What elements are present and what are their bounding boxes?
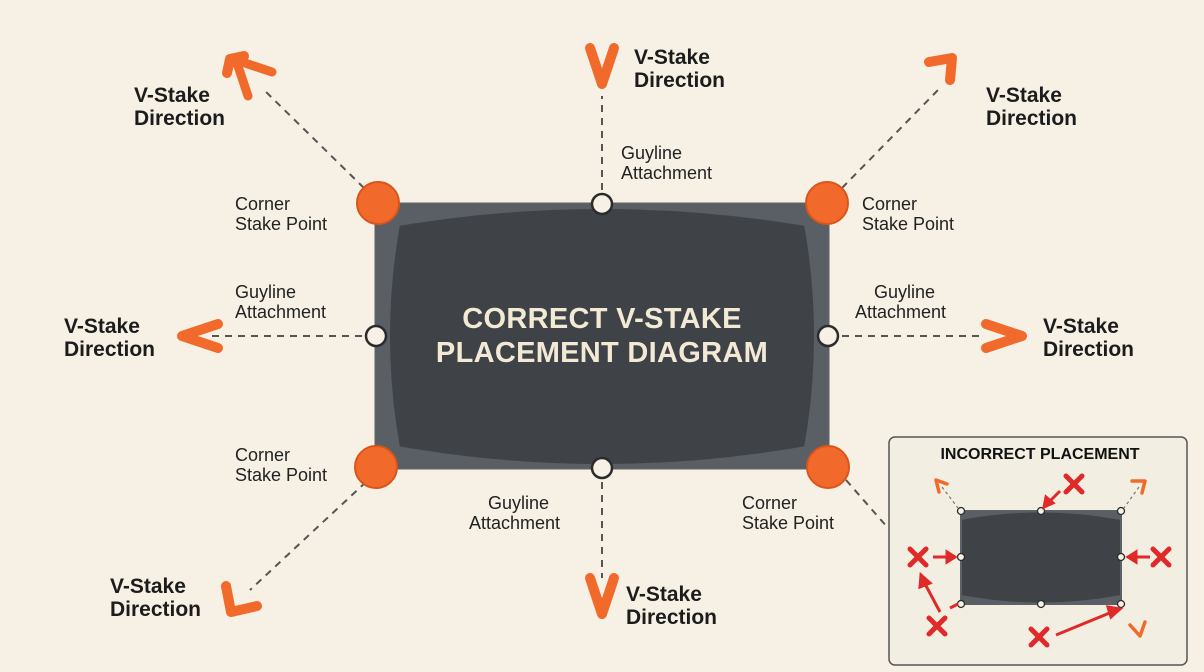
inset-arrow-lower-left (922, 581, 942, 613)
guyline-label-right-line1-wrap: Guyline (874, 282, 936, 302)
diagram-title: CORRECT V-STAKE PLACEMENT DIAGRAM (376, 302, 828, 370)
corner-stake-point-bottom-right (806, 445, 850, 489)
corner-stake-point-bottom-left (354, 445, 398, 489)
v-stakes (177, 43, 1027, 619)
direction-label-bottom-left: V-Stake Direction (110, 575, 202, 621)
inset-ring-left (956, 552, 966, 562)
inset-v-stake-top-left-icon (934, 478, 949, 494)
direction-lines (210, 87, 982, 591)
corner-stake-point-top-left (356, 181, 400, 225)
direction-line-bottom-right (845, 479, 889, 529)
inset-cross-left-icon (907, 546, 929, 568)
diagram-title-line2: PLACEMENT DIAGRAM (435, 337, 769, 369)
inset-cross-right-icon (1150, 546, 1172, 568)
guyline-label-top: Guyline Attachment (621, 143, 713, 183)
guyline-label-bottom-line2-wrap: Attachment (469, 513, 561, 533)
inset-ring-top (1036, 506, 1046, 516)
diagram-title-line1: CORRECT V-STAKE (462, 303, 742, 335)
incorrect-placement-inset (888, 436, 1188, 666)
guyline-ring-bottom (590, 456, 614, 480)
guyline-label-bottom-line1-wrap: Guyline (488, 493, 550, 513)
guyline-label-left: Guyline Attachment (235, 282, 327, 322)
v-stake-right-icon (981, 319, 1027, 353)
v-stake-bottom-icon (585, 573, 619, 619)
inset-ring-corner-tl (956, 506, 966, 516)
tarp-body (374, 202, 830, 470)
guyline-label-right-line2-wrap: Attachment (855, 302, 947, 322)
inset-arrow-lower-left-2 (949, 602, 959, 610)
inset-v-stake-bottom-right-icon (1128, 620, 1147, 638)
corner-label-top-left: Corner Stake Point (235, 194, 328, 234)
direction-label-top-right: V-Stake Direction (986, 84, 1078, 130)
v-stake-top-right-icon (924, 53, 957, 85)
corner-stake-points (354, 181, 850, 489)
guyline-rings (364, 192, 840, 480)
v-stake-left-icon (177, 319, 223, 353)
direction-label-right: V-Stake Direction (1043, 315, 1135, 361)
direction-label-top-left: V-Stake Direction (134, 84, 226, 130)
inset-v-stake-top-right-icon (1130, 479, 1147, 495)
inset-red-arrows (918, 489, 1150, 637)
direction-label-bottom: V-Stake Direction (626, 583, 718, 629)
inset-ring-corner-bl (956, 599, 966, 609)
v-stakes-diagonal (231, 55, 277, 101)
tarp (374, 202, 830, 470)
v-stake-bottom-left-icon (221, 581, 262, 617)
tarp-edge-left (376, 204, 404, 468)
inset-tarp (960, 510, 1122, 605)
corner-stake-point-top-right (805, 181, 849, 225)
tarp-edge-right (800, 204, 828, 468)
guyline-ring-top (590, 192, 614, 216)
direction-line-top-left (261, 87, 365, 189)
inset-guides (941, 486, 1140, 509)
inset-cross-bottom-left-icon (926, 615, 948, 637)
inset-tarp-edge-bottom (961, 595, 1121, 604)
corner-label-bottom-right: Corner Stake Point (742, 493, 835, 533)
inset-ring-corner-br (1116, 599, 1126, 609)
direction-line-top-right (841, 89, 939, 189)
inset-arrow-bottom-right (1055, 610, 1113, 637)
inset-ring-bottom (1036, 599, 1046, 609)
direction-line-bottom-left (249, 481, 367, 591)
inset-cross-top-icon (1063, 473, 1085, 495)
v-stake-top-left-icon-shape (231, 55, 277, 101)
corner-label-top-right: Corner Stake Point (862, 194, 955, 234)
inset-ring-corner-tr (1116, 506, 1126, 516)
tarp-edge-bottom (376, 442, 828, 468)
inset-tarp-edge-top (961, 511, 1121, 520)
v-stake-top-icon (585, 43, 619, 89)
guyline-ring-left (364, 324, 388, 348)
inset-v-stakes (934, 478, 1147, 638)
inset-title: INCORRECT PLACEMENT (940, 446, 1140, 463)
guyline-ring-right (816, 324, 840, 348)
direction-label-top: V-Stake Direction (634, 46, 726, 92)
inset-red-crosses (907, 473, 1172, 648)
direction-label-left: V-Stake Direction (64, 315, 156, 361)
inset-ring-right (1116, 552, 1126, 562)
inset-cross-bottom-icon (1028, 626, 1050, 648)
corner-label-bottom-left: Corner Stake Point (235, 445, 328, 485)
tarp-edge-top (376, 204, 828, 230)
